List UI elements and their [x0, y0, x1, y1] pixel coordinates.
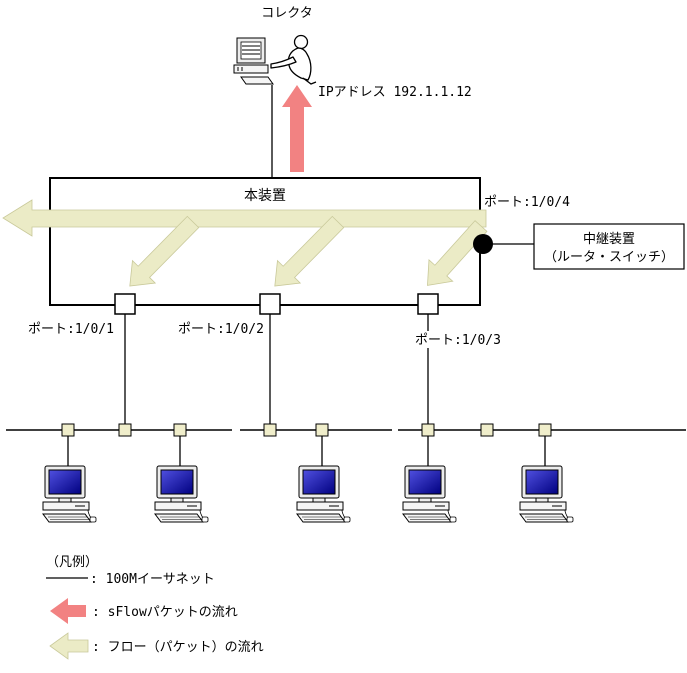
tap-square — [173, 423, 187, 437]
device-label: 本装置 — [244, 188, 286, 204]
tap-square — [61, 423, 75, 437]
legend-ethernet-label: : 100Mイーサネット — [90, 572, 215, 587]
legend-sflow-arrow-sample — [50, 598, 86, 624]
tap-square — [118, 423, 132, 437]
pc-icon — [154, 465, 209, 523]
legend-title: （凡例） — [46, 555, 98, 570]
tap-square — [480, 423, 494, 437]
flow-main-arrow — [2, 199, 487, 237]
port3-label: ポート:1/0/3 — [415, 333, 501, 348]
port3-square — [417, 293, 439, 315]
ip-address-label: IPアドレス 192.1.1.12 — [318, 85, 472, 100]
legend-sflow-label: : sFlowパケットの流れ — [92, 605, 238, 620]
relay-device-box: 中継装置 （ルータ・スイッチ） — [533, 223, 685, 270]
collector-label: コレクタ — [261, 6, 312, 21]
port3-label-backdrop — [413, 331, 505, 348]
relay-device-line1: 中継装置 — [583, 232, 635, 247]
port2-square — [259, 293, 281, 315]
port1-label: ポート:1/0/1 — [28, 322, 114, 337]
pc-icon — [42, 465, 97, 523]
pc-icon — [296, 465, 351, 523]
port4-label: ポート:1/0/4 — [484, 195, 570, 210]
legend-flow-arrow-sample — [49, 632, 89, 660]
pc-icon — [402, 465, 457, 523]
operator-person-icon — [270, 34, 317, 85]
tap-square — [538, 423, 552, 437]
legend: （凡例） : 100Mイーサネット : sFlowパケットの流れ : フロー（パ… — [46, 555, 264, 660]
port2-label: ポート:1/0/2 — [178, 322, 264, 337]
tap-square — [421, 423, 435, 437]
monitored-port-dot — [473, 234, 493, 254]
relay-device-line2: （ルータ・スイッチ） — [544, 250, 674, 265]
sflow-packet-arrow — [282, 85, 312, 172]
tap-square — [315, 423, 329, 437]
port1-square — [114, 293, 136, 315]
legend-flow-label: : フロー（パケット）の流れ — [92, 640, 264, 655]
pc-icon — [519, 465, 574, 523]
tap-square — [263, 423, 277, 437]
collector-icon — [233, 34, 317, 85]
